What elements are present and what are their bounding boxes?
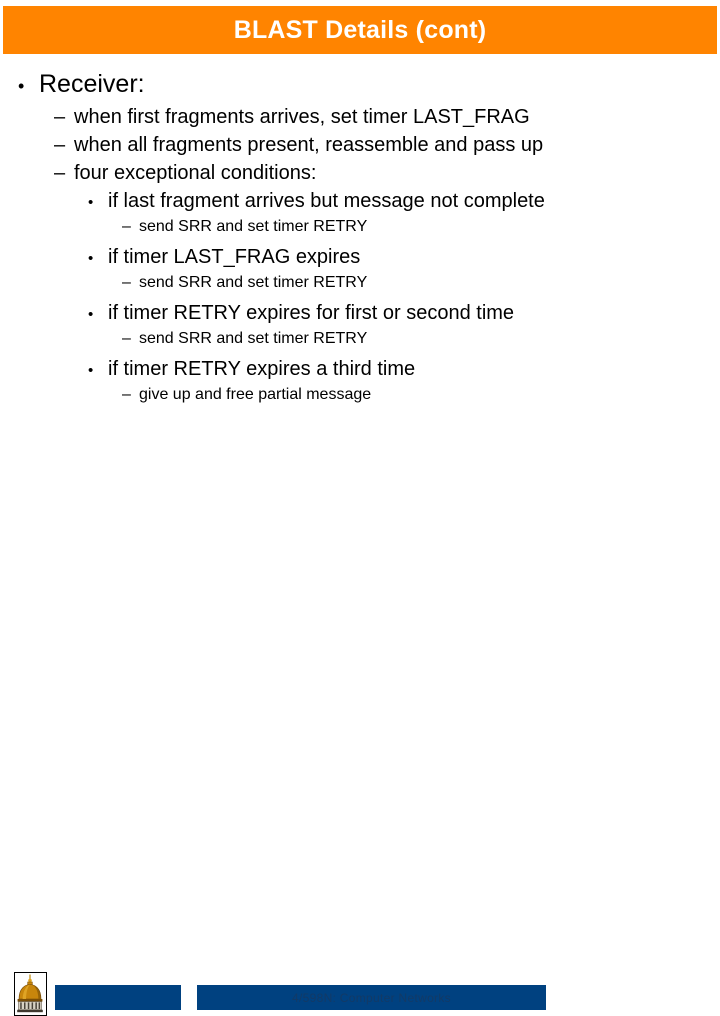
slide-title-banner: BLAST Details (cont) <box>3 6 717 54</box>
bullet-icon: • <box>88 306 94 323</box>
outline-item-text: send SRR and set timer RETRY <box>139 330 368 347</box>
outline-item-l2: –when all fragments present, reassemble … <box>0 134 720 157</box>
page-title: BLAST Details (cont) <box>233 15 487 44</box>
outline-item-l2: –four exceptional conditions: <box>0 162 720 185</box>
outline-item-text: Receiver: <box>39 70 145 98</box>
outline-item-l4: –give up and free partial message <box>0 386 720 404</box>
outline-item-l3: • if timer LAST_FRAG expires <box>0 246 720 269</box>
outline-item-text: when first fragments arrives, set timer … <box>74 106 530 128</box>
dash-icon: – <box>122 218 131 235</box>
slide-footer: 4/598N: Computer Networks <box>0 480 720 1016</box>
outline-item-l3: • if timer RETRY expires for first or sec… <box>0 302 720 325</box>
outline-item-l4: –send SRR and set timer RETRY <box>0 274 720 292</box>
bullet-icon: • <box>88 194 94 211</box>
outline-item-text: if timer RETRY expires a third time <box>108 358 416 380</box>
outline-item-text: if last fragment arrives but message not… <box>108 190 545 212</box>
footer-course-label: 4/598N: Computer Networks <box>292 990 451 1005</box>
footer-bar-left <box>55 985 181 1010</box>
outline-item-text: four exceptional conditions: <box>74 162 317 184</box>
outline-item-l2: –when first fragments arrives, set timer… <box>0 106 720 129</box>
outline-item-l4: –send SRR and set timer RETRY <box>0 330 720 348</box>
slide-content-outline: •Receiver:–when first fragments arrives,… <box>0 70 720 470</box>
outline-item-text: if timer LAST_FRAG expires <box>108 246 361 268</box>
outline-item-text: when all fragments present, reassemble a… <box>74 134 544 156</box>
outline-item-l3: • if last fragment arrives but message no… <box>0 190 720 213</box>
outline-item-text: send SRR and set timer RETRY <box>139 218 368 235</box>
bullet-icon: • <box>88 362 94 379</box>
dash-icon: – <box>122 386 131 403</box>
dash-icon: – <box>122 274 131 291</box>
footer-bar-right: 4/598N: Computer Networks <box>197 985 546 1010</box>
outline-item-l3: • if timer RETRY expires a third time <box>0 358 720 381</box>
outline-item-text: send SRR and set timer RETRY <box>139 274 368 291</box>
bullet-icon: • <box>88 250 94 267</box>
outline-item-text: if timer RETRY expires for first or seco… <box>108 302 515 324</box>
outline-item-text: give up and free partial message <box>139 386 372 403</box>
dash-icon: – <box>54 134 66 156</box>
dash-icon: – <box>54 106 66 128</box>
dash-icon: – <box>54 162 66 184</box>
golden-dome-logo-icon <box>14 972 47 1016</box>
outline-item-l1: • Receiver: <box>0 70 720 99</box>
bullet-icon: • <box>18 76 25 96</box>
outline-item-l4: –send SRR and set timer RETRY <box>0 218 720 236</box>
dash-icon: – <box>122 330 131 347</box>
